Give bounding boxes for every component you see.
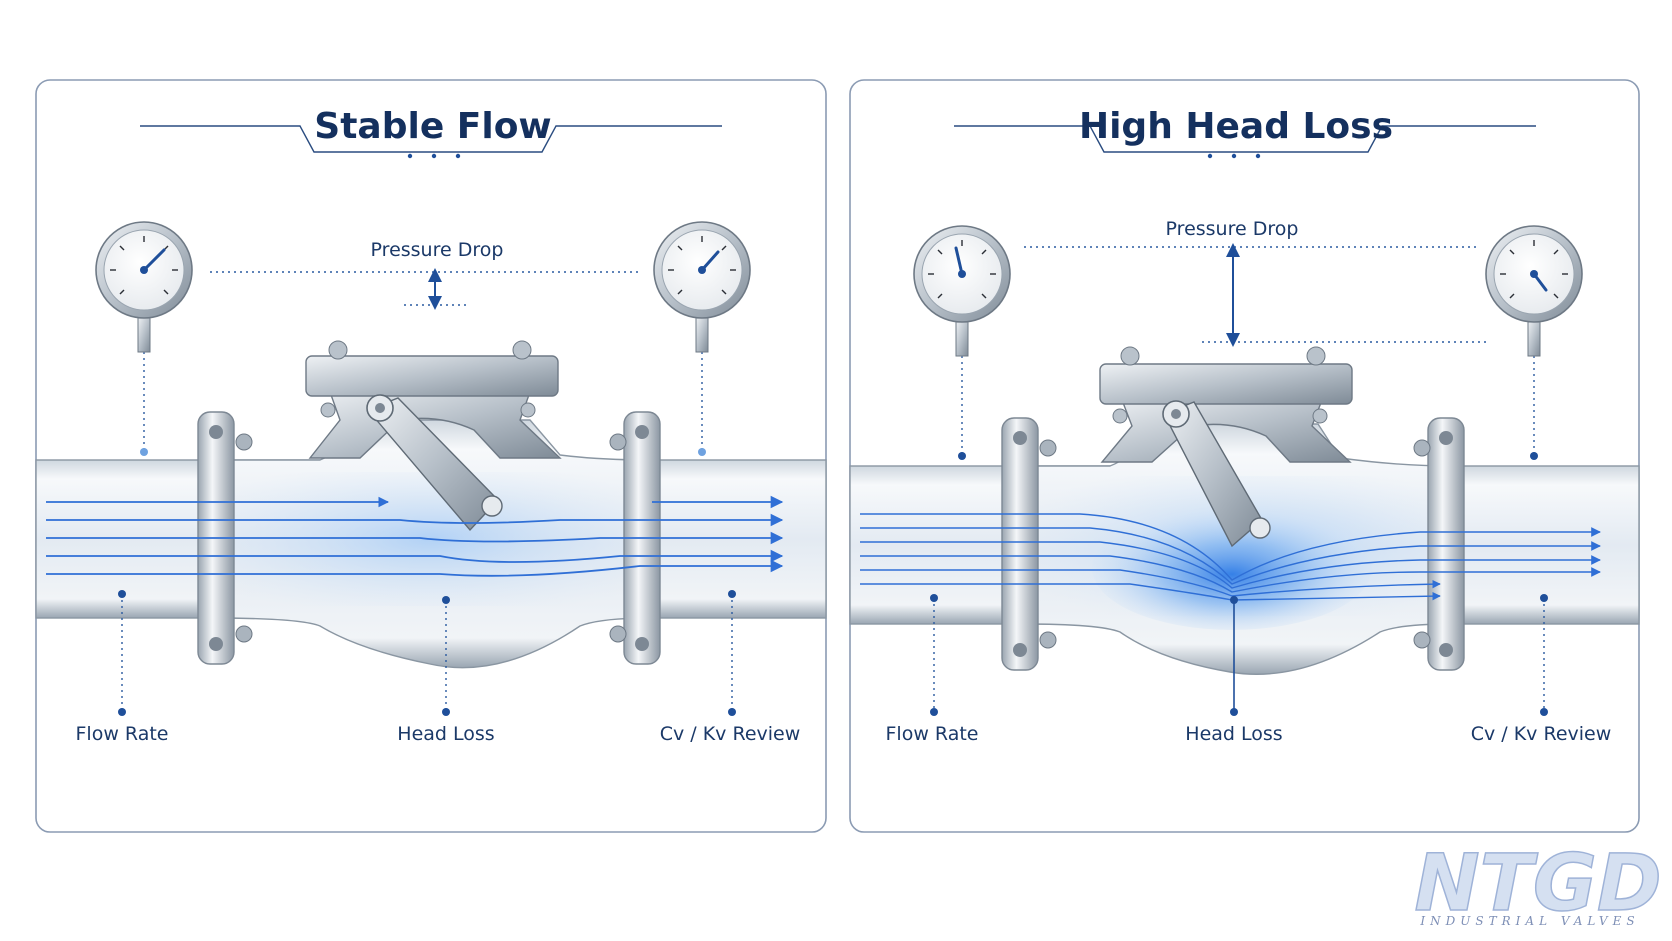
title-frame	[954, 125, 1536, 153]
flow-arrow	[860, 555, 1601, 593]
flow-arrow	[46, 531, 784, 545]
flow-rate-label: Flow Rate	[886, 723, 979, 745]
gauge-upstream	[913, 225, 1011, 460]
gauge-downstream	[653, 221, 751, 456]
flow-arrow	[860, 583, 1441, 601]
panel-title: High Head Loss	[1079, 106, 1393, 147]
flow-rate-label: Flow Rate	[76, 723, 169, 745]
head-loss-label: Head Loss	[397, 723, 494, 745]
cv-kv-label: Cv / Kv Review	[660, 723, 801, 745]
callout-dots	[930, 594, 1548, 716]
panel-title: Stable Flow	[314, 106, 551, 147]
flow-lines	[860, 513, 1601, 601]
cv-kv-label: Cv / Kv Review	[1471, 723, 1612, 745]
flange-left	[1001, 417, 1057, 671]
callouts	[933, 598, 1545, 710]
gauge-upstream	[95, 221, 193, 456]
title-frame	[140, 125, 722, 153]
logo-text: NTGD	[1414, 839, 1661, 929]
swing-disc	[366, 394, 503, 532]
flange-right	[1413, 417, 1465, 671]
callouts	[121, 594, 733, 710]
gauge-downstream	[1485, 225, 1583, 460]
pressure-drop-label: Pressure Drop	[1166, 218, 1299, 240]
pipe	[35, 419, 827, 669]
flow-arrow	[46, 513, 784, 527]
swing-disc	[1162, 400, 1271, 548]
flow-arrow	[46, 559, 784, 577]
flow-arrow	[860, 541, 1601, 589]
panel-stable-flow: Stable Flow Pressure Drop	[35, 79, 827, 833]
ntgd-logo: NTGD INDUSTRIAL VALVES	[1414, 838, 1663, 930]
flow-arrow	[860, 513, 1601, 581]
head-loss-label: Head Loss	[1185, 723, 1282, 745]
pressure-drop-label: Pressure Drop	[371, 239, 504, 261]
logo-subtext: INDUSTRIAL VALVES	[1419, 914, 1639, 928]
pipe	[849, 423, 1640, 675]
callout-dots	[118, 590, 736, 716]
flow-arrow	[46, 549, 784, 563]
flow-arrow	[860, 569, 1441, 597]
panel-high-head-loss: High Head Loss Pressure Drop	[849, 79, 1640, 833]
flow-lines	[46, 495, 784, 577]
title-dots	[1207, 153, 1261, 159]
title-dots	[407, 153, 461, 159]
flow-arrow	[860, 527, 1601, 585]
